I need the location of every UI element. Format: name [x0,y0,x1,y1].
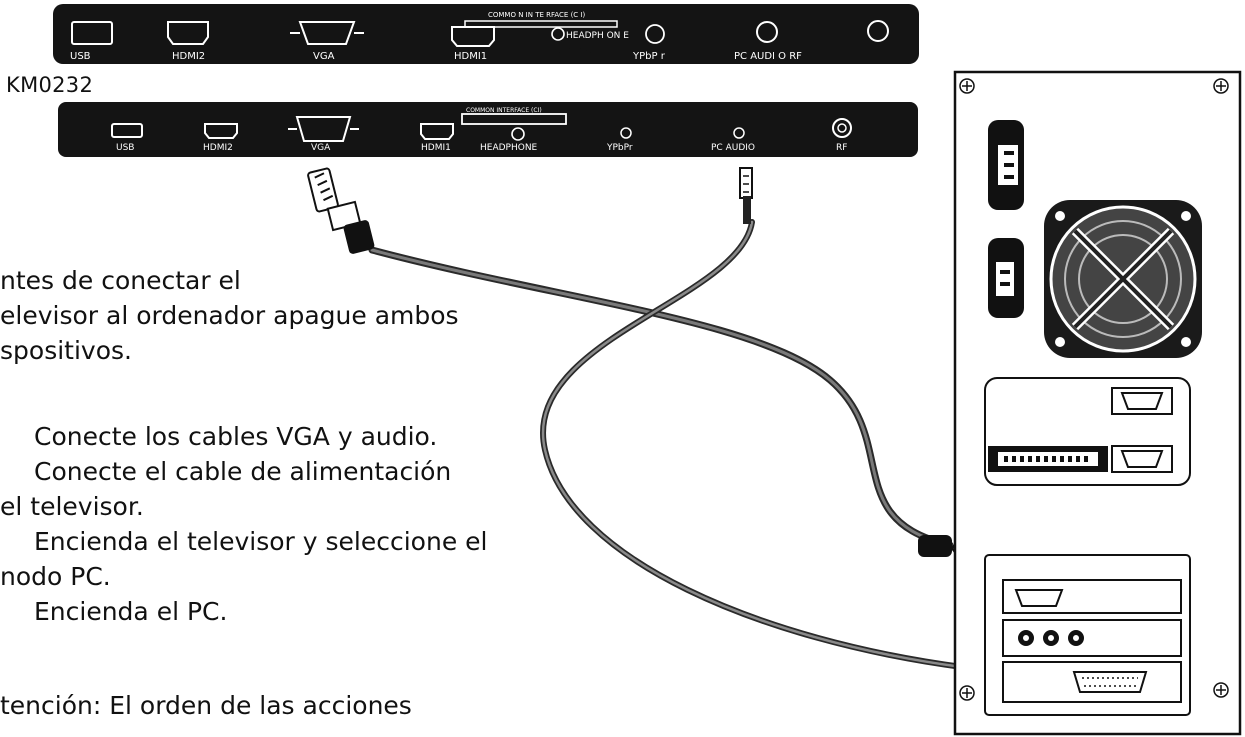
attention-note: tención: El orden de las acciones [0,691,412,720]
intro-line-2: elevisor al ordenador apague ambos [0,301,459,330]
pc-audio-jack-icon [756,21,778,43]
ci-slot-icon [464,20,618,28]
tv-panel-bottom: USB HDMI2 VGA HDMI1 HEADPHONE YPbPr PC A… [58,102,918,157]
port-label-vga: VGA [313,51,335,62]
vga-cable [307,167,1025,579]
port-label-pc-audio-rf: PC AUDI O RF [734,51,802,62]
port-label-hdmi2: HDMI2 [203,143,233,153]
port-label-vga: VGA [311,143,331,153]
headphone-jack-icon [511,127,525,141]
usb-port-icon [71,21,113,45]
hdmi-port-icon [167,21,209,45]
intro-line-1: ntes de conectar el [0,266,241,295]
audio-jacks-icon [1018,630,1084,646]
port-label-hdmi2: HDMI2 [172,51,205,62]
power-socket-icon [988,120,1024,210]
port-label-headphone: HEADPHONE [480,143,538,153]
step-1: Conecte los cables VGA y audio. [34,422,438,451]
pc-tower-rear [953,70,1242,736]
port-label-usb: USB [116,143,134,153]
serial-port-icon [1120,450,1164,468]
port-label-rf: RF [836,143,847,153]
power-socket-icon [988,238,1024,318]
audio-plug-icon [739,167,753,224]
ci-slot-icon [461,113,567,125]
pc-audio-jack-icon [733,127,745,139]
step-3-cont: nodo PC. [0,562,111,591]
ypbpr-port-icon [645,24,665,44]
rf-port-icon [832,118,852,138]
hdmi-port-icon [420,123,454,140]
vga-port-icon [295,116,352,142]
usb-port-icon [111,123,143,138]
vga-port-icon [298,21,356,45]
ci-label: COMMON INTERFACE (CI) [466,107,542,114]
step-2: Conecte el cable de alimentación [34,457,452,486]
port-label-pc-audio: PC AUDIO [711,143,755,153]
vga-plug-icon [307,167,375,254]
rf-port-icon [867,20,889,42]
step-3: Encienda el televisor y seleccione el [34,527,488,556]
port-label-usb: USB [70,51,91,62]
port-label-hdmi1: HDMI1 [454,51,487,62]
serial-port-icon [1120,392,1164,410]
port-label-hdmi1: HDMI1 [421,143,451,153]
port-label-headphone: HEADPH ON E [566,31,629,41]
step-4: Encienda el PC. [34,597,228,626]
model-number: KM0232 [6,73,94,97]
fan-icon [1044,200,1202,358]
hdmi-port-icon [451,26,495,47]
audio-cable [540,167,1001,672]
step-2-cont: el televisor. [0,492,144,521]
screw-icon [959,78,1229,701]
ypbpr-port-icon [620,127,632,139]
port-label-ypbpr: YPbP r [632,51,666,62]
intro-line-3: spositivos. [0,336,132,365]
hdmi-port-icon [204,123,238,139]
port-label-ypbpr: YPbPr [606,143,633,153]
ci-label: COMMO N IN TE RFACE (C I) [488,11,585,19]
parallel-port-icon [1072,671,1148,693]
io-panel [984,377,1191,486]
vga-port-icon [1014,589,1064,607]
tv-panel-top: USB HDMI2 VGA HDMI1 HEADPH ON E YPbP r P… [53,4,919,64]
headphone-jack-icon [551,27,565,41]
expansion-slots [984,554,1191,716]
